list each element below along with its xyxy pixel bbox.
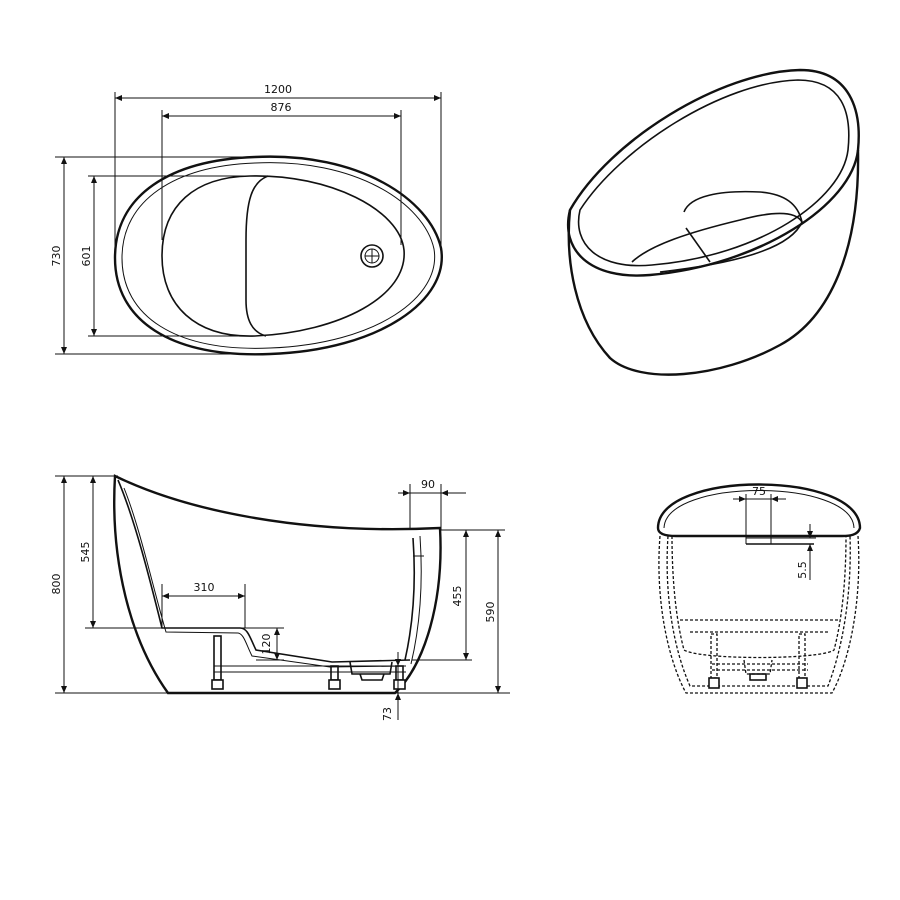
top-view-outer-rim	[113, 155, 443, 356]
end-view-rim	[656, 483, 862, 538]
perspective-view	[567, 68, 860, 376]
side-view-leg	[330, 665, 339, 681]
perspective-rim-outer	[567, 68, 860, 277]
side-view-outer-shell	[113, 474, 442, 695]
dim-label-end-drain-width: 75	[752, 485, 766, 498]
perspective-body	[567, 149, 860, 376]
end-view: 75 5.5	[656, 483, 862, 694]
dim-label-side-height: 800	[50, 574, 63, 595]
dim-label-top-width: 730	[50, 246, 63, 267]
top-view-drain-icon	[360, 244, 384, 268]
dim-label-side-backrest-height: 545	[79, 542, 92, 563]
perspective-headrest	[683, 190, 803, 223]
dim-label-side-feet-clearance: 73	[381, 707, 394, 721]
side-view: 800 545 310 120 90 455 590 73	[50, 474, 510, 721]
side-view-front-inner-wall	[404, 537, 416, 661]
dim-label-end-drain-depth: 5.5	[796, 561, 809, 579]
top-view-outer-rim-inner-line	[121, 162, 436, 349]
dim-label-side-seat-step: 120	[260, 634, 273, 655]
dim-label-side-seat-length: 310	[194, 581, 215, 594]
side-view-leg	[213, 635, 222, 681]
dim-label-side-rim-width: 90	[421, 478, 435, 491]
perspective-rim-inner	[577, 79, 850, 267]
end-view-inner-basin	[671, 535, 847, 659]
top-view: 1200 876 730 601	[50, 83, 443, 356]
dim-label-side-front-height: 590	[484, 602, 497, 623]
dim-label-side-inner-depth: 455	[451, 586, 464, 607]
top-view-inner-basin	[161, 175, 405, 337]
top-view-backrest	[245, 175, 269, 337]
dim-label-top-inner-width: 601	[80, 246, 93, 267]
dim-label-top-inner-length: 876	[271, 101, 292, 114]
side-view-drain-icon	[349, 661, 393, 681]
side-view-leg	[395, 665, 404, 681]
end-view-drain-icon	[743, 659, 773, 675]
perspective-backrest	[631, 212, 803, 273]
dim-label-top-length: 1200	[264, 83, 292, 96]
